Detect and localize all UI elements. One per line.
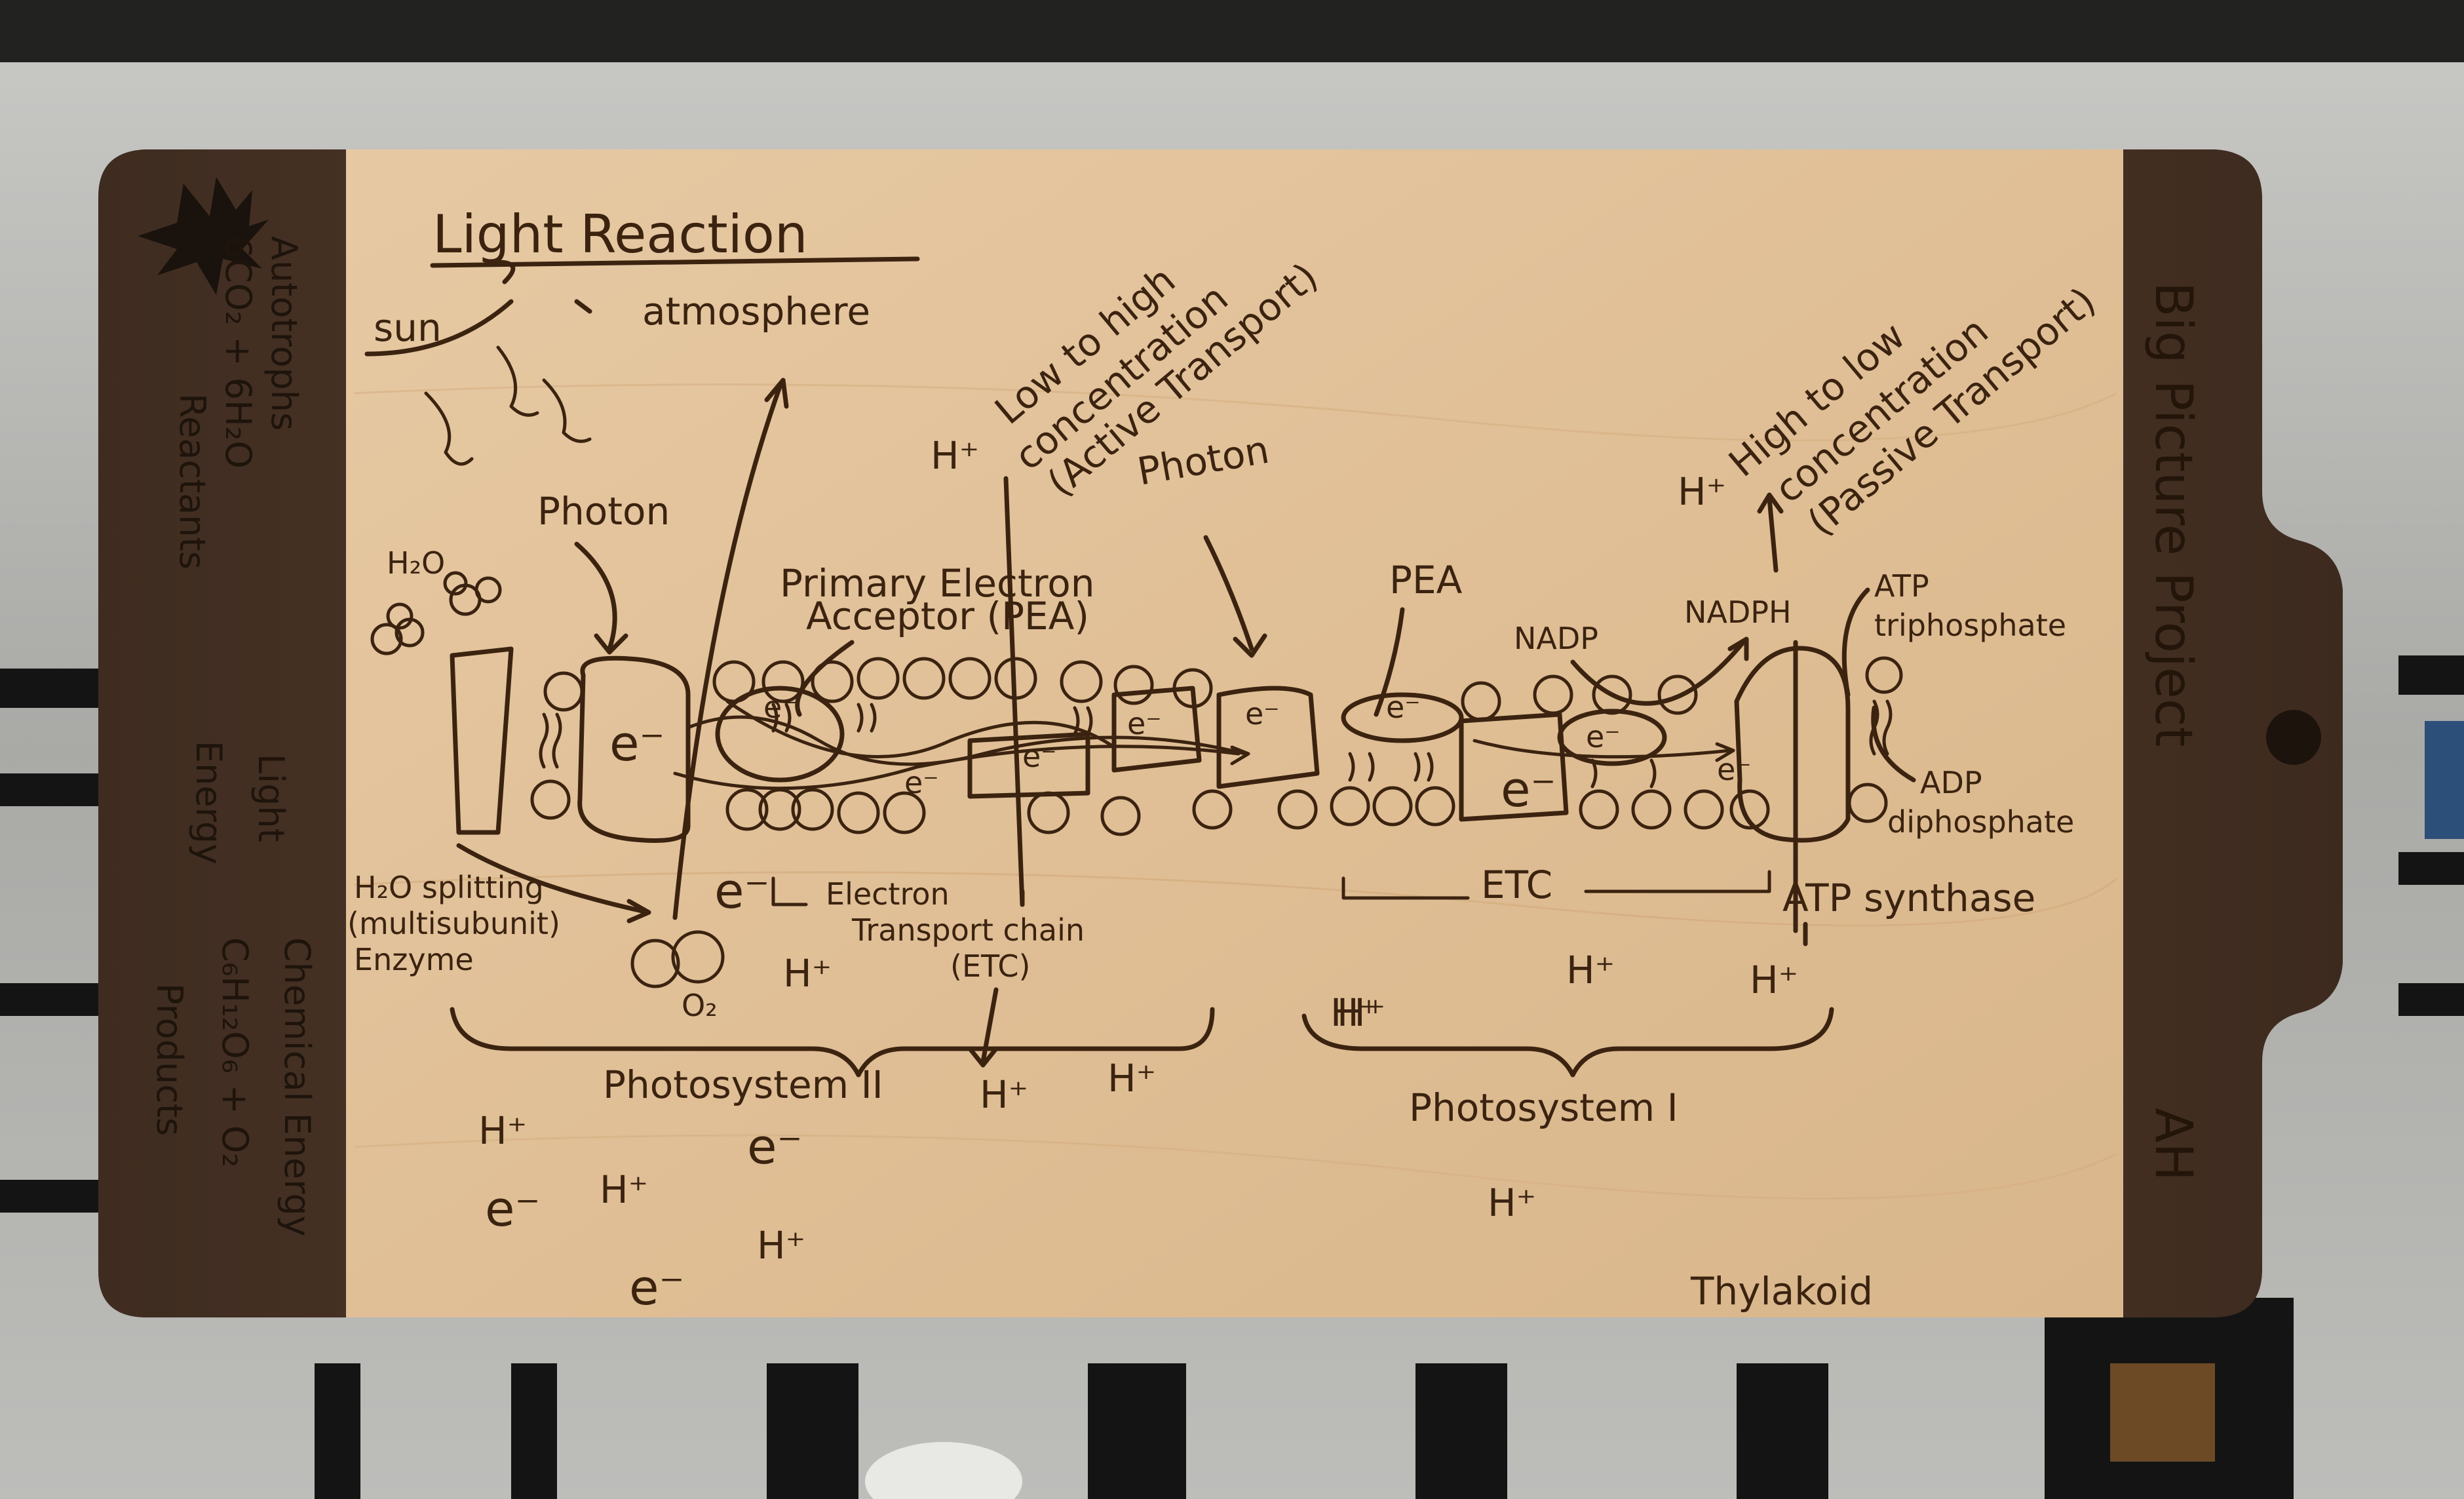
pea-full-label-line2: Acceptor (PEA) xyxy=(806,594,1089,638)
atp-label: ATP xyxy=(1874,568,1929,604)
h-ion-6: H⁺ xyxy=(1107,1056,1156,1100)
h2o-splitting-label-line2: (multisubunit) xyxy=(347,906,560,941)
membrane-proteins xyxy=(450,640,1851,933)
etc-left-label-line3: (ETC) xyxy=(950,948,1030,984)
electron-lumen-2: e⁻ xyxy=(485,1181,541,1237)
electron-psi-1: e⁻ xyxy=(1386,690,1421,725)
electron-etc-1: e⁻ xyxy=(904,765,939,800)
page-title: Light Reaction xyxy=(433,204,808,265)
photosystem-2-label: Photosystem II xyxy=(603,1062,883,1107)
electron-lumen-1: e⁻ xyxy=(747,1119,803,1175)
electron-path xyxy=(673,699,1735,907)
etc-left-label-line1: Electron xyxy=(826,876,950,912)
h-ion-11: H⁺ xyxy=(1488,1180,1536,1225)
left-strip-reactants-formula: 6CO₂ + 6H₂O xyxy=(218,236,259,469)
h-ion-9: H⁺ xyxy=(757,1223,805,1268)
left-strip-light: Light xyxy=(250,754,292,842)
electron-lumen-3: e⁻ xyxy=(629,1260,685,1316)
photon-right: Photon xyxy=(1134,427,1273,658)
leaf-burn-icon xyxy=(138,177,269,295)
sun-area: sun atmosphere xyxy=(364,260,870,920)
right-strip-initials: AH xyxy=(2144,1108,2203,1181)
lower-labels: H₂O splitting (multisubunit) Enzyme O₂ e… xyxy=(347,843,2035,1068)
electron-psi-2: e⁻ xyxy=(1501,762,1556,818)
membrane-heads-bottom xyxy=(530,779,1888,836)
h-ion-4: H⁺ xyxy=(1337,990,1385,1035)
electron-etc-2: e⁻ xyxy=(1022,739,1057,774)
left-strip-products-formula: C₆H₁₂O₆ + O₂ xyxy=(214,937,256,1167)
electron-psii-2: e⁻ xyxy=(763,690,798,725)
h-passive-label: H⁺ xyxy=(1678,469,1726,514)
right-strip: Big Picture Project AH xyxy=(2144,282,2203,1181)
left-strip-reactants: Reactants xyxy=(172,393,213,570)
left-strip-products: Products xyxy=(149,983,190,1136)
photon-left: Photon xyxy=(537,489,670,655)
left-strip-autotrophs: Autotrophs xyxy=(263,236,305,431)
h2o-molecules: H₂O xyxy=(370,545,502,655)
adp-label: ADP xyxy=(1920,765,1982,800)
right-strip-project-title: Big Picture Project xyxy=(2144,282,2203,747)
h-ion-3: H⁺ xyxy=(1750,958,1798,1002)
pea-full-label-line1: Primary Electron xyxy=(780,561,1094,606)
diphosphate-label: diphosphate xyxy=(1887,804,2074,840)
h-ion-8: H⁺ xyxy=(600,1167,648,1212)
atmosphere-label: atmosphere xyxy=(642,289,870,334)
membrane-electrons: e⁻ e⁻ e⁻ e⁻ e⁻ e⁻ e⁻ e⁻ e⁻ e⁻ xyxy=(609,690,1752,818)
thylakoid-label: Thylakoid xyxy=(1690,1269,1873,1314)
electron-psii: e⁻ xyxy=(609,716,665,772)
nadp-label: NADP xyxy=(1514,621,1598,656)
thylakoid-membrane: e⁻ e⁻ e⁻ e⁻ e⁻ e⁻ e⁻ e⁻ e⁻ e⁻ xyxy=(450,640,1903,933)
electron-psi-3: e⁻ xyxy=(1586,719,1621,754)
h-ion-5: H⁺ xyxy=(980,1072,1028,1117)
left-strip-chemical-energy: Chemical Energy xyxy=(277,937,318,1237)
h-ion-1: H⁺ xyxy=(783,951,832,996)
left-strip-energy: Energy xyxy=(188,741,229,865)
triphosphate-label: triphosphate xyxy=(1874,608,2066,643)
etc-left-label-line2: Transport chain xyxy=(851,912,1085,948)
o2-label: O₂ xyxy=(682,988,718,1023)
photosystem-braces: Photosystem II Photosystem I xyxy=(450,1007,1834,1130)
left-strip: Autotrophs 6CO₂ + 6H₂O Reactants Light E… xyxy=(149,236,318,1237)
electron-splitting: e⁻ xyxy=(714,863,770,920)
photosystem-1-label: Photosystem I xyxy=(1409,1085,1678,1130)
h-active-label: H⁺ xyxy=(931,433,979,478)
electron-psi-4: e⁻ xyxy=(1717,752,1752,787)
pea-label: PEA xyxy=(1389,558,1463,602)
lumen-ions: H⁺ H⁺ H⁺ e⁻ e⁻ H⁺ e⁻ H⁺ H⁺ H⁺ Thylakoid xyxy=(478,990,1873,1316)
nadph-label: NADPH xyxy=(1684,594,1792,630)
h2o-splitting-label-line1: H₂O splitting xyxy=(354,870,544,905)
etc-right-label: ETC xyxy=(1481,863,1552,907)
electron-etc-3: e⁻ xyxy=(1127,706,1162,741)
h2o-splitting-label-line3: Enzyme xyxy=(354,942,474,977)
atp-synthase-label: ATP synthase xyxy=(1782,876,2035,920)
h-ion-10: H⁺ xyxy=(1330,990,1379,1035)
cutting-board xyxy=(98,149,2343,1317)
sun-label: sun xyxy=(374,305,442,350)
title-group: Light Reaction xyxy=(430,204,920,268)
pea-area: Primary Electron Acceptor (PEA) PEA xyxy=(780,558,1463,717)
h-ion-7: H⁺ xyxy=(478,1108,527,1153)
photon-left-label: Photon xyxy=(537,489,670,534)
electron-etc-4: e⁻ xyxy=(1245,696,1280,731)
h2o-label: H₂O xyxy=(387,545,445,581)
h-ion-2: H⁺ xyxy=(1566,948,1615,992)
